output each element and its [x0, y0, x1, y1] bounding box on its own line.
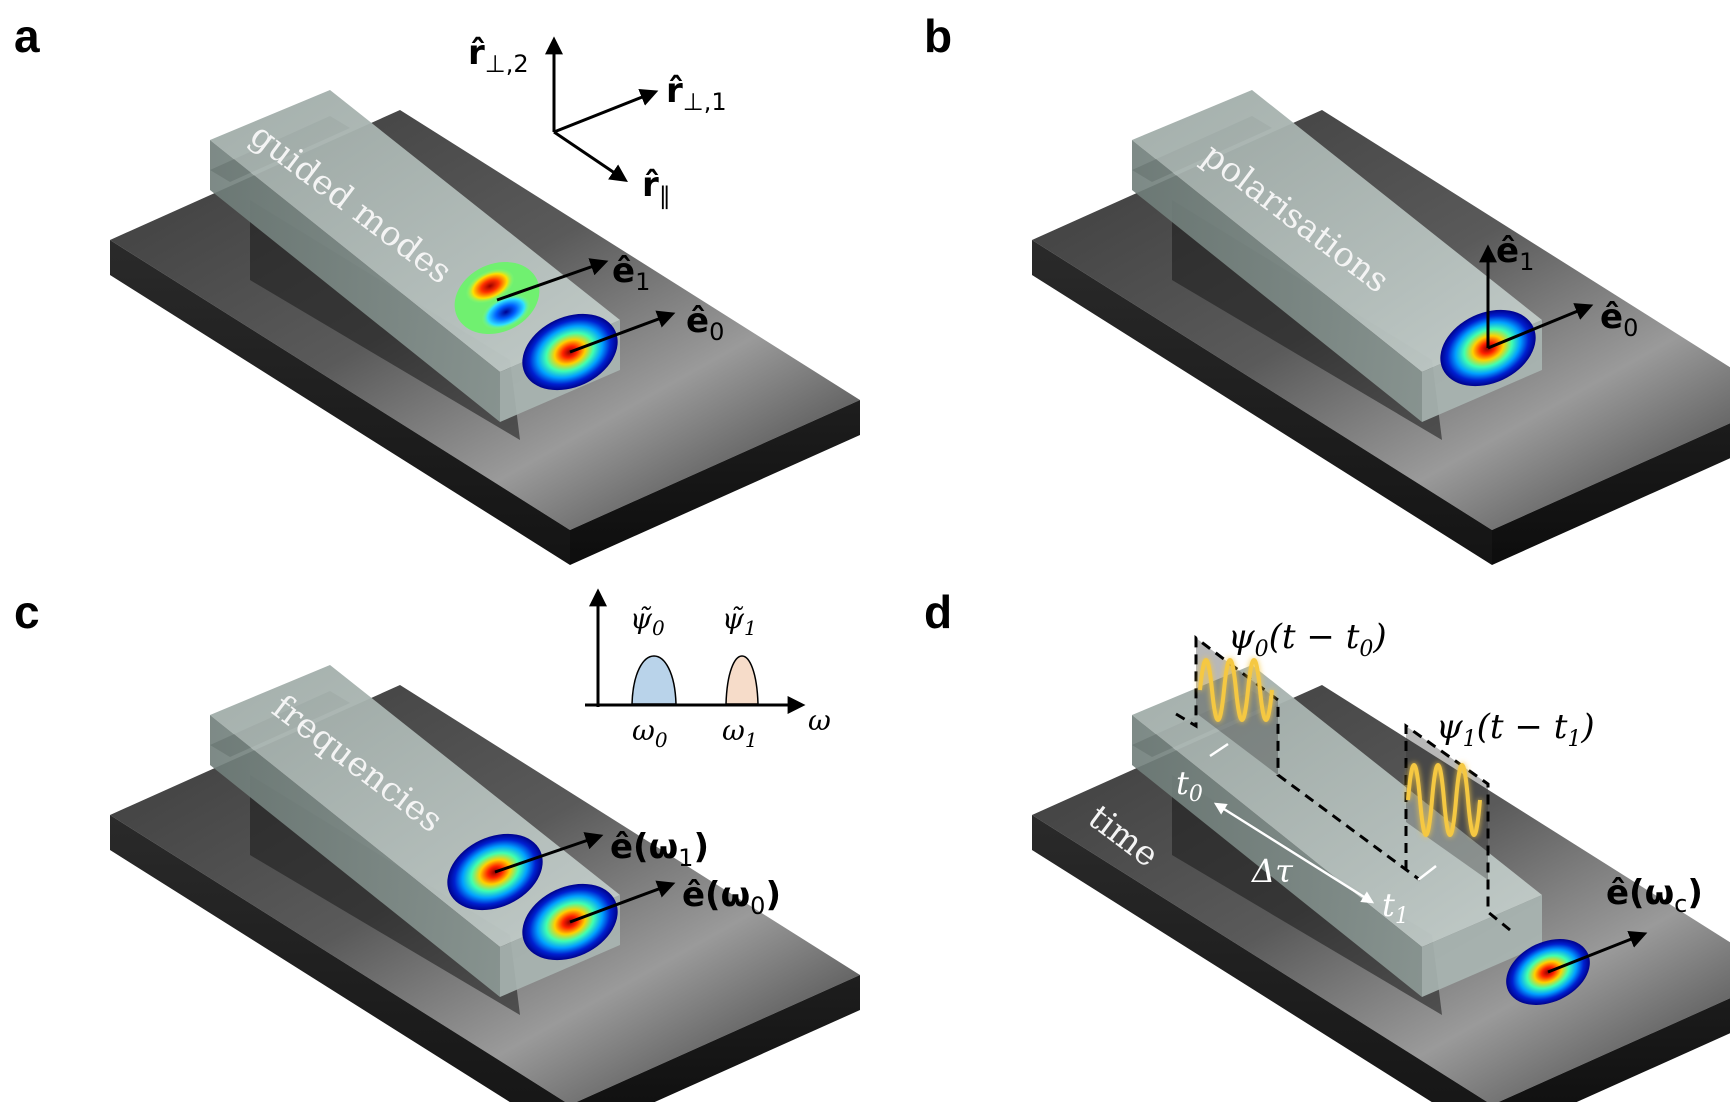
delay-arrow [1213, 802, 1375, 904]
panel-letter-a: a [14, 10, 40, 62]
spectrum-peak-1 [725, 655, 759, 705]
time-label-t0: t0 [1176, 764, 1203, 807]
mode-profile-1 [454, 262, 540, 334]
vector-label-e1-a: ê1 [612, 251, 650, 296]
spectrum-axis-label: ω [808, 704, 831, 737]
spectrum-label-psi1: ψ̃1 [722, 602, 757, 640]
panel-c: c frequencies ê(ω1) ê(ω0) ψ̃0 ψ̃1 ω0 ω1 … [14, 586, 860, 1102]
panel-letter-c: c [14, 586, 40, 638]
panel-a: a guided modes r̂⊥,2 r̂⊥,1 r̂∥ ê1 ê0 [14, 10, 860, 565]
pulse-1-label: ψ1(t − t1) [1436, 707, 1595, 752]
axis-label-perp2: r̂⊥,2 [468, 33, 529, 78]
time-label-t1: t1 [1382, 886, 1409, 929]
pulse-0 [1175, 634, 1421, 882]
spectrum-label-psi0: ψ̃0 [630, 602, 665, 640]
panel-b: b polarisations ê1 ê0 [924, 10, 1730, 565]
panel-d: d time ψ0(t − t0) ψ1(t − t1) t0 t1 Δτ ê(… [924, 586, 1730, 1102]
vector-label-e0-b: ê0 [1600, 297, 1638, 342]
axis-label-parallel: r̂∥ [642, 165, 671, 210]
spectrum-peak-0 [631, 655, 677, 705]
pulse-0-label: ψ0(t − t0) [1228, 617, 1387, 662]
spectrum-label-omega1: ω1 [722, 714, 758, 752]
vector-label-e1-b: ê1 [1496, 231, 1534, 276]
spectrum-inset: ψ̃0 ψ̃1 ω0 ω1 ω [585, 588, 831, 752]
vector-label-e-omegac: ê(ωc) [1606, 873, 1703, 918]
panel-letter-b: b [924, 10, 952, 62]
spectrum-label-omega0: ω0 [632, 714, 668, 752]
pulse-1 [1404, 723, 1511, 932]
panel-letter-d: d [924, 586, 952, 638]
vector-label-e0-a: ê0 [686, 301, 724, 346]
vector-label-e-omega1: ê(ω1) [610, 827, 709, 872]
axis-label-perp1: r̂⊥,1 [666, 71, 727, 116]
axes-triad: r̂⊥,2 r̂⊥,1 r̂∥ [468, 33, 727, 210]
delay-label: Δτ [1250, 852, 1294, 890]
vector-label-e-omega0: ê(ω0) [682, 875, 781, 920]
